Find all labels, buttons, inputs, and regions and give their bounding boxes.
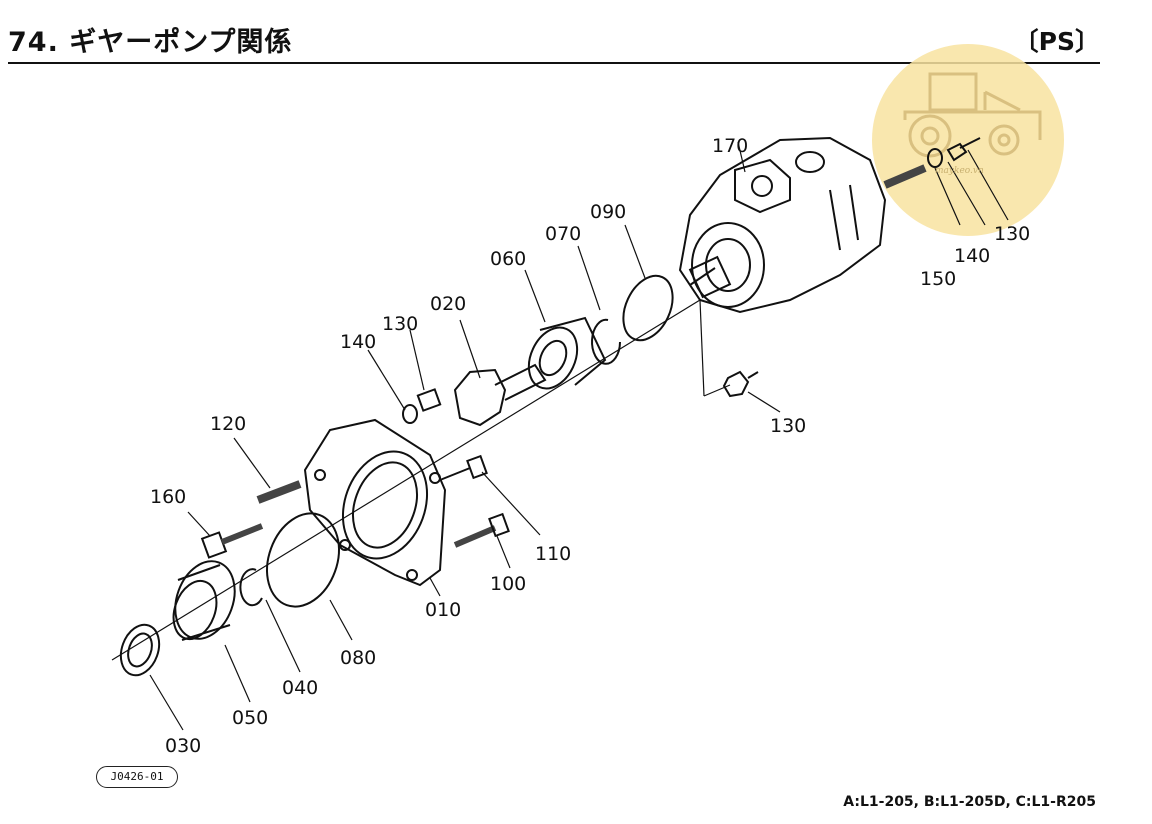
bolt-160 (200, 523, 264, 559)
label-040: 040 (282, 677, 318, 699)
bolt-110 (439, 454, 488, 481)
nut-130-low (722, 370, 750, 398)
label-030: 030 (165, 735, 201, 757)
label-140-right: 140 (954, 245, 990, 267)
pump-body-170 (678, 136, 887, 314)
page-title: 74. ギヤーポンプ関係 (8, 27, 293, 58)
o-ring-080 (266, 512, 340, 608)
snap-ring-040 (239, 568, 263, 607)
label-120: 120 (210, 413, 246, 435)
label-160: 160 (150, 486, 186, 508)
header-rule (8, 62, 1100, 64)
section-tag: 〔PS〕 (1013, 27, 1100, 56)
label-020: 020 (430, 293, 466, 315)
label-130-right: 130 (994, 223, 1030, 245)
model-footnote: A:L1-205, B:L1-205D, C:L1-R205 (843, 794, 1096, 810)
gear-020 (453, 363, 547, 427)
watermark-logo (872, 44, 1064, 236)
tractor-icon (903, 72, 1042, 158)
label-130-mid: 130 (382, 313, 418, 335)
label-070: 070 (545, 223, 581, 245)
label-170: 170 (712, 135, 748, 157)
label-140-mid: 140 (340, 331, 376, 353)
label-150: 150 (920, 268, 956, 290)
label-060: 060 (490, 248, 526, 270)
flange-housing-010 (303, 418, 447, 587)
bearing-060 (527, 316, 607, 390)
gear-050 (172, 560, 236, 641)
leader-lines (111, 141, 1009, 731)
bolt-100 (453, 512, 510, 548)
label-050: 050 (232, 707, 268, 729)
label-080: 080 (340, 647, 376, 669)
stud-120 (256, 480, 302, 504)
stud-150-assembly (883, 137, 981, 189)
washer-140-mid (402, 404, 418, 424)
snap-ring-070 (591, 318, 621, 365)
label-090: 090 (590, 201, 626, 223)
oil-seal-030 (119, 623, 161, 677)
label-010: 010 (425, 599, 461, 621)
figure-id: J0426-01 (96, 766, 178, 788)
nut-130-mid (416, 388, 442, 412)
watermark-text: maykeo.vn (935, 166, 984, 176)
label-130-low: 130 (770, 415, 806, 437)
label-100: 100 (490, 573, 526, 595)
o-ring-090 (622, 274, 674, 342)
label-110: 110 (535, 543, 571, 565)
